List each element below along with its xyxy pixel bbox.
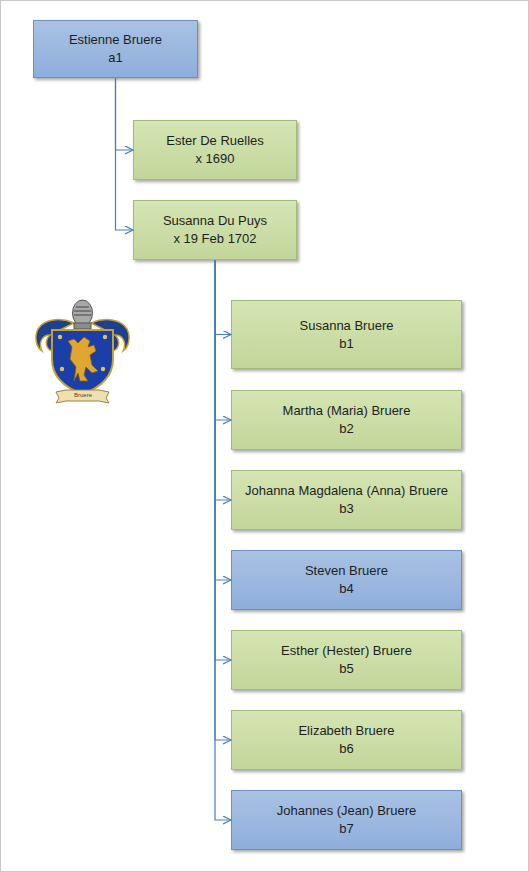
person-name: Susanna Bruere xyxy=(300,317,394,335)
descent-connector xyxy=(215,260,231,335)
person-name: Esther (Hester) Bruere xyxy=(281,642,412,660)
person-code: b7 xyxy=(339,820,353,838)
descent-connector xyxy=(215,260,231,820)
person-code: b6 xyxy=(339,740,353,758)
person-name: Estienne Bruere xyxy=(69,31,162,49)
female-person-box: Johanna Magdalena (Anna) Bruereb3 xyxy=(231,470,462,530)
descent-connector xyxy=(215,260,231,660)
female-person-box: Elizabeth Bruereb6 xyxy=(231,710,462,770)
person-name: Elizabeth Bruere xyxy=(298,722,394,740)
descent-connector xyxy=(215,260,231,740)
person-name: Steven Bruere xyxy=(305,562,388,580)
person-name: Susanna Du Puys xyxy=(163,212,267,230)
descent-connector xyxy=(215,260,231,500)
female-person-box: Ester De Ruellesx 1690 xyxy=(133,120,297,180)
person-code: a1 xyxy=(108,49,122,67)
person-code: b1 xyxy=(339,335,353,353)
person-code: b3 xyxy=(339,500,353,518)
person-name: Johanna Magdalena (Anna) Bruere xyxy=(245,482,448,500)
person-code: x 19 Feb 1702 xyxy=(173,230,256,248)
male-person-box: Steven Bruereb4 xyxy=(231,550,462,610)
person-name: Johannes (Jean) Bruere xyxy=(277,802,416,820)
motto-scroll-text: Bruere xyxy=(66,391,100,399)
female-person-box: Esther (Hester) Bruereb5 xyxy=(231,630,462,690)
descent-connector xyxy=(215,260,231,580)
person-name: Martha (Maria) Bruere xyxy=(283,402,411,420)
male-person-box: Johannes (Jean) Bruereb7 xyxy=(231,790,462,850)
person-name: Ester De Ruelles xyxy=(166,132,264,150)
descent-connector xyxy=(116,78,134,230)
female-person-box: Martha (Maria) Bruereb2 xyxy=(231,390,462,450)
person-code: b4 xyxy=(339,580,353,598)
male-person-box: Estienne Bruerea1 xyxy=(33,20,198,78)
person-code: b2 xyxy=(339,420,353,438)
female-person-box: Susanna Du Puysx 19 Feb 1702 xyxy=(133,200,297,260)
descent-connector xyxy=(215,260,231,420)
descent-connector xyxy=(116,78,134,150)
person-code: b5 xyxy=(339,660,353,678)
female-person-box: Susanna Bruereb1 xyxy=(231,300,462,369)
person-code: x 1690 xyxy=(195,150,234,168)
